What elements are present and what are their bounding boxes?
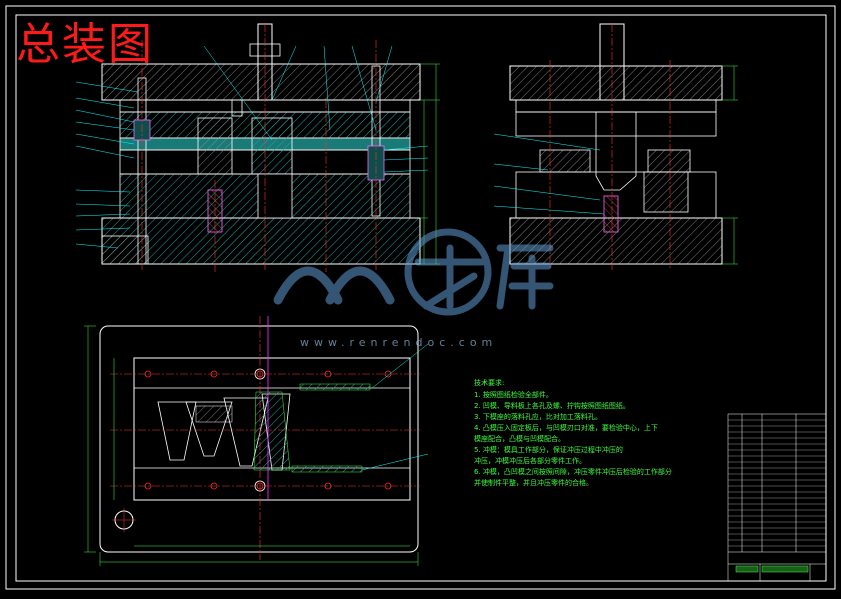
technical-requirements: 技术要求: 1. 按照图纸检验全部件。 2. 凹模、导料板上各孔及螺、拧钩按照图… (474, 378, 714, 489)
front-section-view (75, 23, 440, 272)
tech-item: 1. 按照图纸检验全部件。 (474, 391, 553, 399)
tech-heading: 技术要求: (474, 379, 505, 387)
plan-centerlines (110, 316, 420, 560)
punch-section (253, 391, 291, 471)
tech-item: 冲压，冲模冲压后各部分零件工作。 (474, 457, 586, 465)
tech-item: 4. 凸模压入固定板后，与凹模刃口对准，要检验中心，上下 (474, 424, 658, 432)
tech-item: 2. 凹模、导料板上各孔及螺、拧钩按照图纸图纸。 (474, 402, 630, 410)
strip-guide-top (299, 383, 371, 391)
tech-item: 6. 冲模，凸凹模之间按照间隙，冲压零件冲压后检验的工作部分 (474, 468, 672, 476)
lower-seat-outline (99, 325, 419, 553)
plan-dimensions (84, 325, 419, 566)
side-upper-seat (509, 65, 723, 101)
strip-guide-bottom (291, 465, 363, 473)
side-section-view (493, 23, 738, 270)
side-holder-plate (515, 111, 717, 137)
side-block-right (647, 149, 691, 173)
side-ejector (603, 195, 619, 233)
pilot-block (195, 405, 233, 423)
lower-block (101, 235, 149, 265)
drawing-title: 总装图 (16, 19, 154, 70)
side-dimensions (722, 65, 738, 265)
title-block-rows (728, 419, 826, 547)
title-block-name (761, 565, 809, 573)
front-dimensions (420, 63, 440, 265)
die-cavity (257, 173, 293, 219)
punch-left (197, 117, 233, 175)
drawing-frame (15, 14, 827, 582)
side-backing-plate (515, 99, 717, 113)
punch-center (251, 117, 293, 175)
leader-lines-left (75, 81, 139, 249)
side-leaders (493, 133, 605, 215)
side-block-left (539, 149, 591, 173)
side-die-block (643, 171, 689, 213)
plan-leaders (361, 343, 429, 471)
upper-die-seat (101, 63, 421, 101)
watermark-text: www.renrendoc.com (300, 336, 498, 349)
sheet-border (5, 5, 836, 590)
punch-head (231, 99, 243, 117)
leader-lines-right (383, 145, 429, 173)
tech-item: 5. 冲模：模具工作部分，保证冲压过程中冲压的 (474, 446, 623, 454)
tech-item: 模座配合，凸模与凹模配合。 (474, 435, 565, 443)
title-block-label (735, 565, 759, 573)
plan-view (84, 316, 429, 566)
leader-lines-top (203, 45, 393, 141)
tech-item: 3. 下模座的落料孔应，比对加工落料孔。 (474, 413, 602, 421)
side-punch (595, 111, 637, 191)
die-outline (133, 357, 411, 501)
tech-item: 并使制件平整，并且冲压零件的合格。 (474, 479, 593, 487)
lower-die-seat (101, 217, 421, 265)
title-block (727, 413, 827, 582)
